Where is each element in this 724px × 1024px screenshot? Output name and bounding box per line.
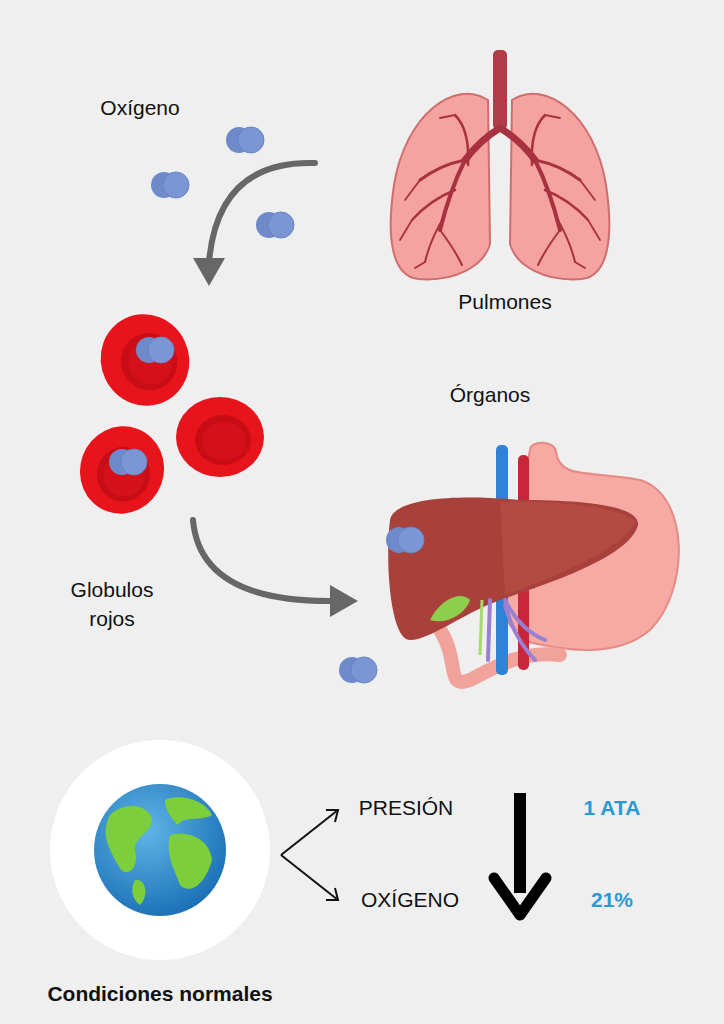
caption-lungs: Pulmones xyxy=(458,287,551,316)
curved-arrow xyxy=(193,520,332,601)
red-blood-cell xyxy=(68,414,177,525)
oxygen-molecule xyxy=(226,127,264,153)
oxygen-molecule xyxy=(151,172,189,198)
arrow-head xyxy=(330,585,358,617)
red-blood-cell xyxy=(86,300,205,421)
oxygen-molecule xyxy=(109,449,147,475)
arrow-head xyxy=(193,258,225,286)
red-blood-cell xyxy=(176,397,264,477)
condition-value: 1 ATA xyxy=(584,793,641,822)
condition-value: 21% xyxy=(591,885,633,914)
caption-oxygen: Oxígeno xyxy=(100,93,179,122)
organs xyxy=(388,443,679,682)
caption-red-cells: Globulos rojos xyxy=(62,575,162,634)
earth-disc xyxy=(50,740,270,960)
curved-arrow xyxy=(209,163,315,262)
condition-label: OXÍGENO xyxy=(361,885,459,914)
node-heading: Condiciones normales xyxy=(47,982,272,1006)
oxygen-molecule xyxy=(256,212,294,238)
earth-globe xyxy=(94,784,226,916)
down-arrow xyxy=(494,793,546,915)
lungs xyxy=(391,50,610,279)
oxygen-molecule xyxy=(386,527,424,553)
caption-organs: Órganos xyxy=(450,380,531,409)
oxygen-molecule xyxy=(339,657,377,683)
earth-circle: Condiciones normales xyxy=(50,740,270,960)
condition-label: PRESIÓN xyxy=(359,793,454,822)
oxygen-molecule xyxy=(136,337,174,363)
branch-arrows xyxy=(281,810,338,900)
